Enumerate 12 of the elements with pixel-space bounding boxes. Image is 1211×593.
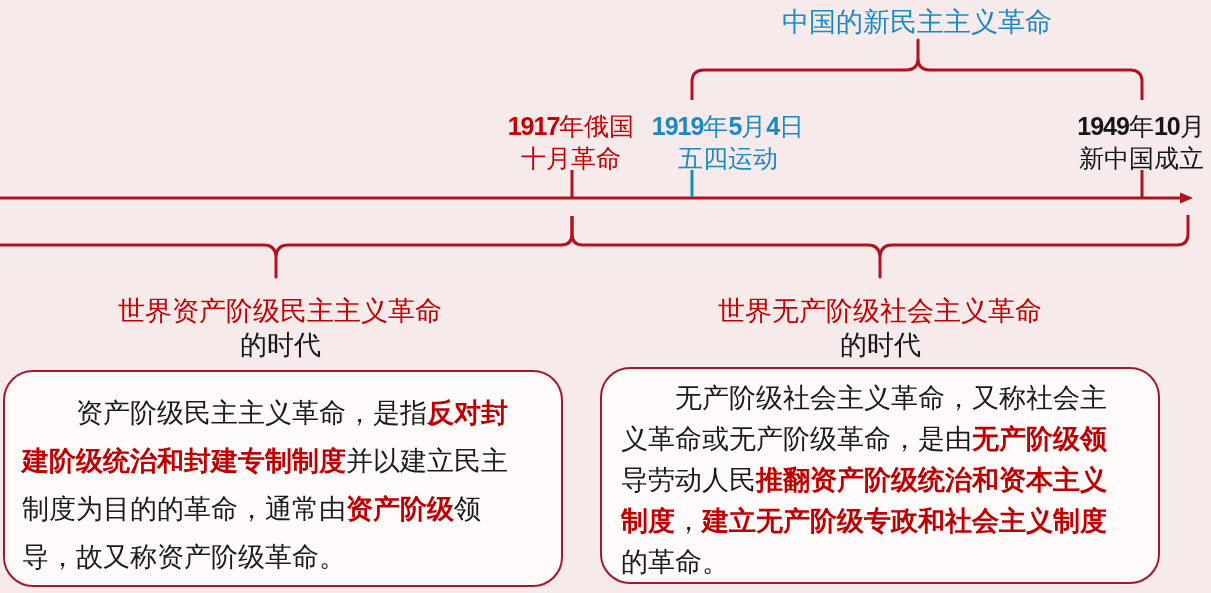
- definition-box: [3, 370, 563, 587]
- date-label: 1949年10月新中国成立: [1076, 111, 1206, 175]
- era-label: 的时代: [239, 328, 321, 362]
- bracket-label: 中国的新民主主义革命: [782, 5, 1052, 39]
- date-label: 1919年5月4日五四运动: [650, 111, 806, 175]
- definition-text: 资产阶级民主主义革命，是指反对封建阶级统治和封建专制制度并以建立民主制度为目的的革命，通常由资产阶级领导，故又称资产阶级革命。: [22, 396, 509, 574]
- era-label: 的时代: [839, 328, 921, 362]
- date-label: 1917年俄国十月革命: [506, 111, 636, 175]
- era-label: 世界资产阶级民主主义革命: [118, 294, 442, 328]
- definition-text: 无产阶级社会主义革命，又称社会主义革命或无产阶级革命，是由无产阶级领导劳动人民推翻资产阶级统治和资本主义制度，建立无产阶级专政和社会主义制度的革命。: [621, 381, 1108, 579]
- definition-box: [600, 367, 1160, 584]
- era-label: 世界无产阶级社会主义革命: [718, 294, 1042, 328]
